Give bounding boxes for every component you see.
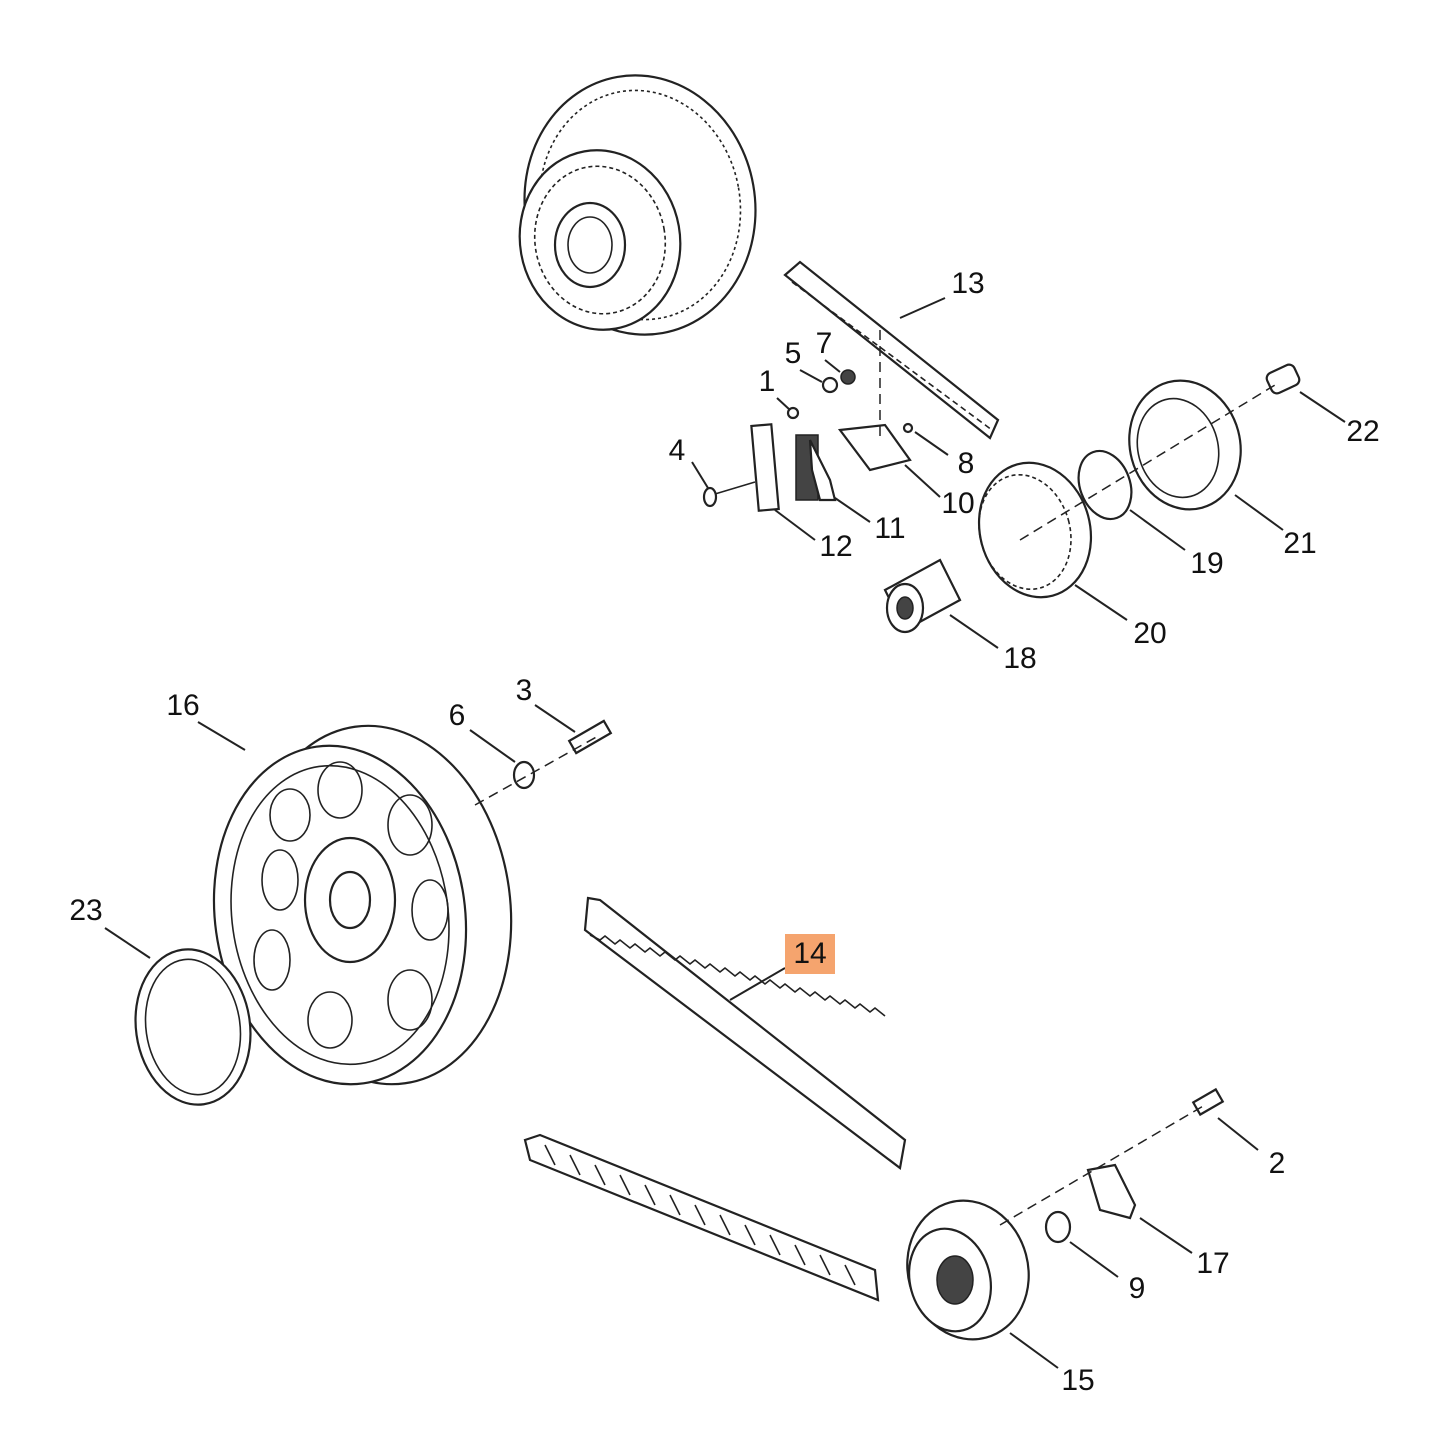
highlight-box-14: [785, 934, 835, 974]
callout-8[interactable]: 8: [958, 447, 975, 480]
callout-17[interactable]: 17: [1196, 1247, 1229, 1280]
callout-20[interactable]: 20: [1133, 617, 1166, 650]
callout-16[interactable]: 16: [166, 689, 199, 722]
callout-11[interactable]: 11: [874, 512, 905, 545]
leader-lines: [104, 297, 1346, 1369]
drive-belt: [523, 896, 907, 1302]
callout-13[interactable]: 13: [951, 267, 984, 300]
callout-15[interactable]: 15: [1061, 1364, 1094, 1397]
clutch-basket: [518, 74, 757, 336]
callout-21[interactable]: 21: [1283, 527, 1316, 560]
callout-4[interactable]: 4: [669, 434, 686, 467]
callout-19[interactable]: 19: [1190, 547, 1223, 580]
callout-1[interactable]: 1: [759, 365, 776, 398]
callout-numbers: 1 2 3 4 5 6 7 8 9 10 11 12 13 14 15 16 1…: [69, 267, 1379, 1397]
callout-22[interactable]: 22: [1346, 415, 1379, 448]
callout-14[interactable]: 14: [793, 937, 826, 970]
callout-23[interactable]: 23: [69, 894, 102, 927]
callout-10[interactable]: 10: [941, 487, 974, 520]
callout-12[interactable]: 12: [819, 530, 852, 563]
transmission-sprocket-assembly: [906, 1087, 1225, 1341]
rear-belt-sprocket: [134, 719, 613, 1106]
callout-7[interactable]: 7: [816, 327, 833, 360]
callout-9[interactable]: 9: [1129, 1272, 1146, 1305]
callout-18[interactable]: 18: [1003, 642, 1036, 675]
chain-adjuster: [702, 330, 914, 512]
primary-chain: [783, 260, 1000, 440]
callout-6[interactable]: 6: [449, 699, 466, 732]
callout-5[interactable]: 5: [785, 337, 802, 370]
callout-3[interactable]: 3: [516, 674, 533, 707]
callout-2[interactable]: 2: [1269, 1147, 1286, 1180]
engine-sprocket-assembly: [883, 363, 1301, 634]
